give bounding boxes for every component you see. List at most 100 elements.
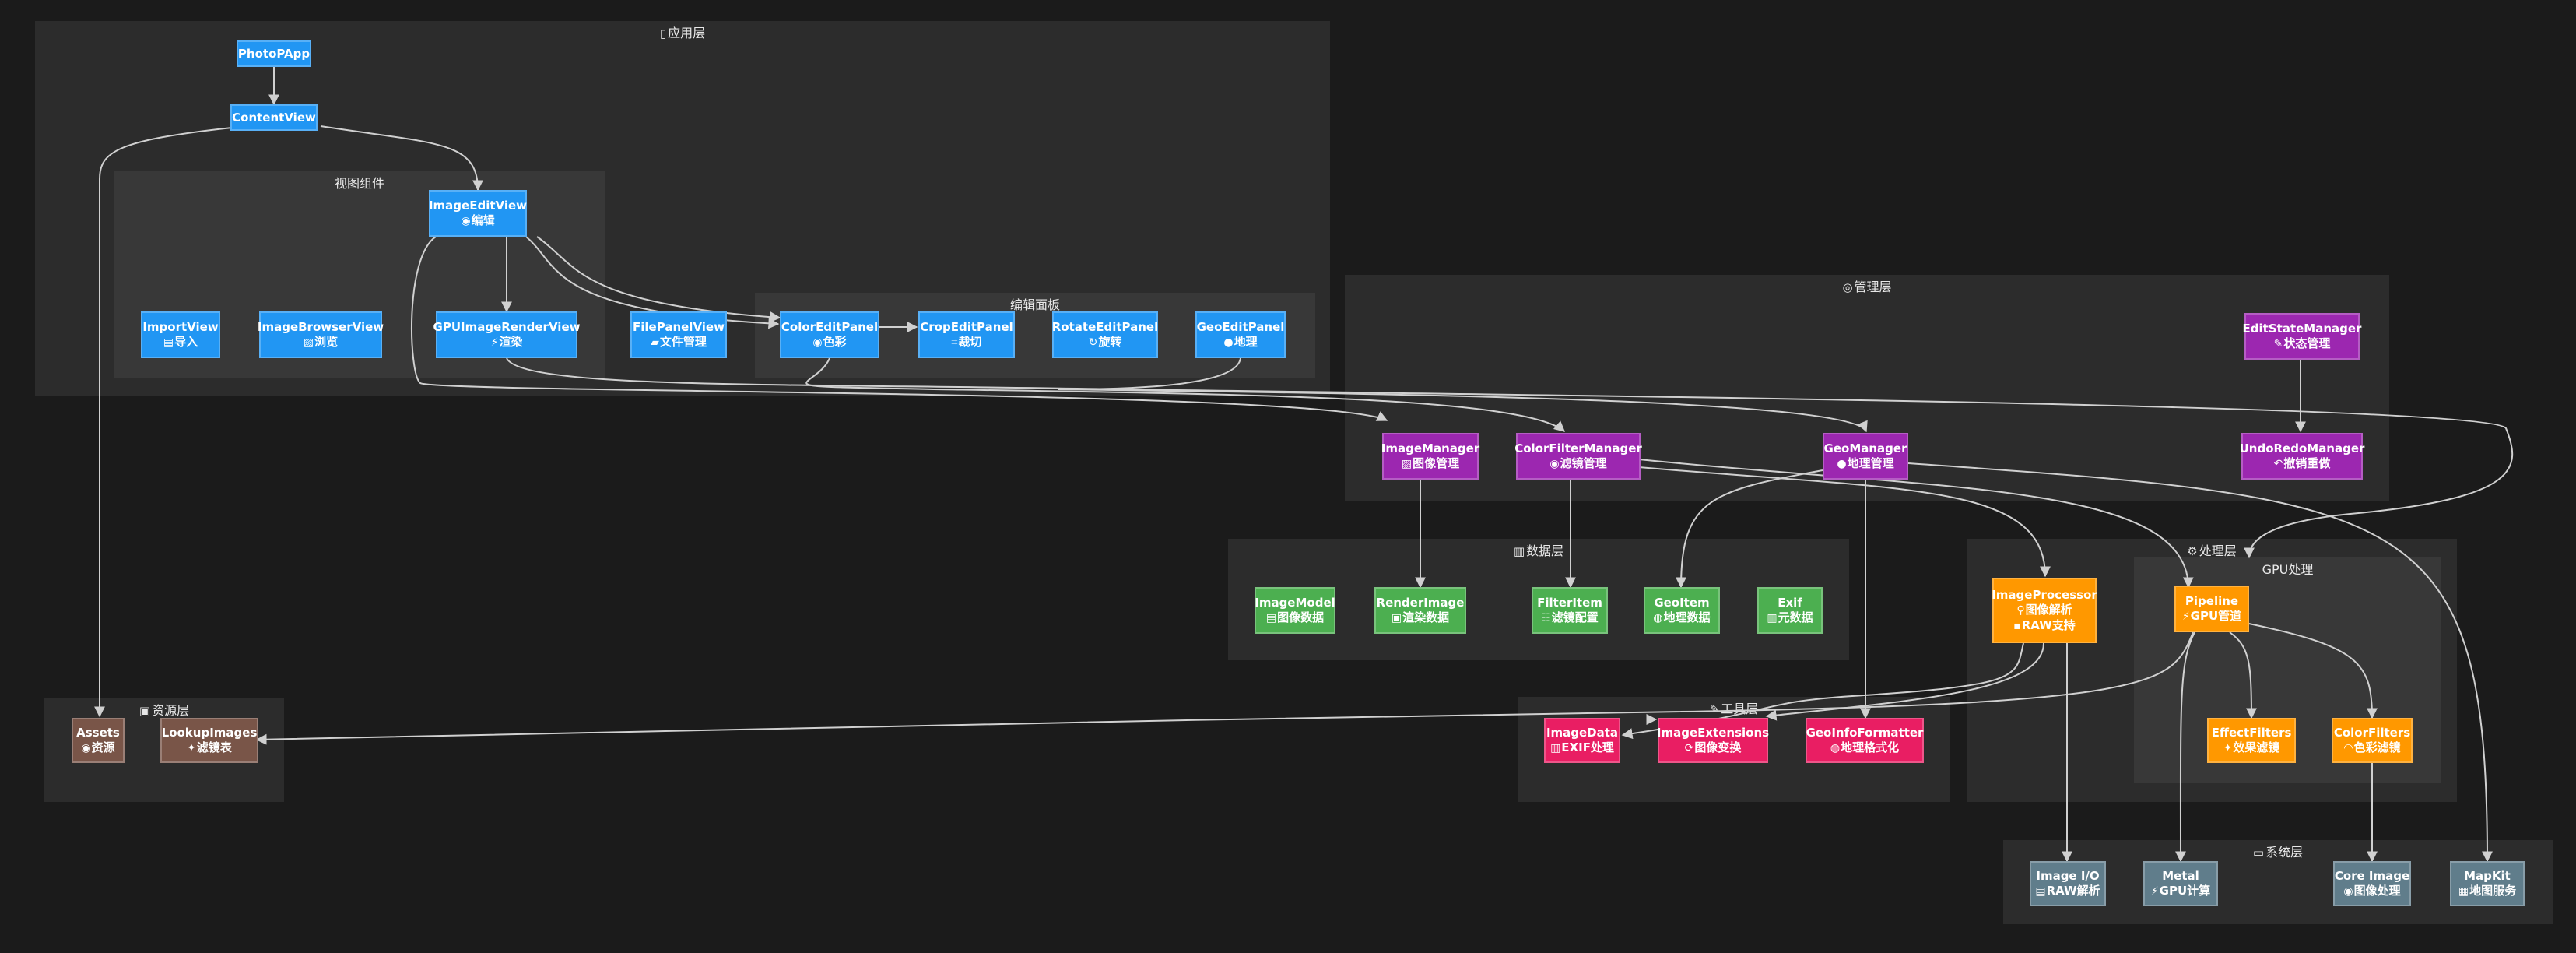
sliders-icon: ☷ [1541,611,1551,624]
group-title: 数据层 [1526,543,1564,558]
node-title: ContentView [232,110,316,125]
node-title: ImageProcessor [1992,587,2097,602]
node-sub: RAW解析 [2046,883,2100,898]
node-rotateeditpanel[interactable]: RotateEditPanel ↻旋转 [1052,311,1158,358]
node-imageio[interactable]: Image I/O ▤RAW解析 [2030,861,2106,906]
edge-geomanager-geoitem [1676,469,1823,589]
picture-icon: ▨ [1401,457,1413,470]
node-imageeditview[interactable]: ImageEditView ◉编辑 [429,190,527,237]
edge-imageprocessor-imagedata [1621,642,2024,740]
frame-icon: ▣ [1391,611,1402,624]
node-title: RenderImage [1376,595,1465,610]
node-editstatemanager[interactable]: EditStateManager ✎状态管理 [2243,313,2361,360]
node-sub: 渲染数据 [1402,610,1450,624]
node-sub: 图像解析 [2025,602,2072,617]
node-gpuimagerenderview[interactable]: GPUImageRenderView ⚡渲染 [433,311,580,358]
node-sub: 地理格式化 [1841,740,1900,754]
node-sub: EXIF处理 [1561,740,1614,754]
node-imagedata[interactable]: ImageData ▥EXIF处理 [1544,718,1620,763]
node-imageprocessor[interactable]: ImageProcessor ⚲图像解析 ▪RAW支持 [1992,578,2097,643]
node-geoeditpanel[interactable]: GeoEditPanel ●地理 [1195,311,1286,358]
node-imagebrowserview[interactable]: ImageBrowserView ▨浏览 [258,311,384,358]
node-contentview[interactable]: ContentView [230,104,318,131]
node-imagemanager[interactable]: ImageManager ▨图像管理 [1381,433,1479,480]
node-title: Pipeline [2185,593,2239,608]
edge-imageeditview-imagemanager [411,236,1388,421]
node-sub: 编辑 [471,213,495,227]
node-sub: 图像数据 [1277,610,1325,624]
node-sub: 图像处理 [2353,883,2401,898]
node-geomanager[interactable]: GeoManager ●地理管理 [1823,433,1908,480]
edge-gpurender-pipeline [506,357,2514,559]
node-sub: 文件管理 [659,334,707,349]
node-exif[interactable]: Exif ▥元数据 [1757,587,1823,634]
node-pipeline[interactable]: Pipeline ⚡GPU管道 [2174,586,2249,632]
palette-icon: ◉ [2343,884,2353,898]
group-title: 处理层 [2199,543,2237,558]
node-title: LookupImages [161,725,258,740]
node-geoitem[interactable]: GeoItem ◍地理数据 [1644,587,1720,634]
node-filepanelview[interactable]: FilePanelView ▰文件管理 [630,311,727,358]
node-sub: 元数据 [1778,610,1813,624]
undo-icon: ↶ [2273,457,2283,470]
node-lookupimages[interactable]: LookupImages ✦滤镜表 [160,718,258,763]
group-title: 管理层 [1854,280,1892,294]
tools-icon: ✎ [1709,702,1720,716]
node-coreimage[interactable]: Core Image ◉图像处理 [2333,861,2411,906]
node-filteritem[interactable]: FilterItem ☷滤镜配置 [1532,587,1608,634]
edge-coloreditpanel-colorfiltermanager [805,357,1566,432]
node-title: Exif [1778,595,1802,610]
group-title: 视图组件 [334,176,384,191]
globe-icon: ◍ [1830,741,1841,754]
node-title: ImageExtensions [1656,725,1770,740]
node-title: GeoItem [1654,595,1710,610]
node-sub: 滤镜配置 [1551,610,1599,624]
node-importview[interactable]: ImportView ▤导入 [141,311,220,358]
sparkle-icon: ✦ [187,741,196,754]
edge-pipeline-colorfilters [2244,622,2378,719]
node-title: ColorFilterManager [1514,441,1642,455]
node-title: RotateEditPanel [1051,319,1159,334]
node-photoapp[interactable]: PhotoPApp [237,40,311,67]
rainbow-icon: ◠ [2343,741,2353,754]
microscope-icon: ⚲ [2016,603,2025,617]
node-title: FilterItem [1537,595,1602,610]
node-effectfilters[interactable]: EffectFilters ✦效果滤镜 [2207,718,2296,763]
node-title: Assets [76,725,120,740]
node-sub: 浏览 [314,334,339,349]
node-colorfilters[interactable]: ColorFilters ◠色彩滤镜 [2332,718,2413,763]
disk-icon: ▪ [2013,619,2021,632]
node-imagemodel[interactable]: ImageModel ▤图像数据 [1255,587,1335,634]
node-title: ImageEditView [428,198,528,213]
node-colorfiltermanager[interactable]: ColorFilterManager ◉滤镜管理 [1514,433,1642,480]
node-assets[interactable]: Assets ◉资源 [72,718,125,763]
pin-icon: ● [1837,457,1847,470]
node-undoredomanager[interactable]: UndoRedoManager ↶撤销重做 [2240,433,2364,480]
edge-pipeline-effectfilters [2229,631,2257,719]
node-sub: 地理管理 [1847,455,1894,470]
pin-icon: ● [1223,336,1234,349]
document-icon: ▤ [1265,611,1277,624]
node-mapkit[interactable]: MapKit ▦地图服务 [2450,861,2525,906]
node-sub: 地理 [1234,334,1258,349]
edge-contentview-imageeditview [320,125,483,192]
node-sub: 色彩 [823,334,847,349]
palette-icon: ◉ [81,741,91,754]
node-title: CropEditPanel [920,319,1013,334]
gear-icon: ⚙ [2187,544,2198,558]
monitor-icon: ▭ [2252,846,2265,860]
node-renderimage[interactable]: RenderImage ▣渲染数据 [1374,587,1466,634]
node-title: GeoEditPanel [1196,319,1285,334]
edge-geomanager-mapkit [1907,462,2493,863]
node-metal[interactable]: Metal ⚡GPU计算 [2143,861,2218,906]
node-imageextensions[interactable]: ImageExtensions ⟳图像变换 [1656,718,1770,763]
globe-icon: ◍ [1653,611,1663,624]
group-title: GPU处理 [2262,562,2314,577]
rotate-icon: ↻ [1088,336,1098,349]
node-coloreditpanel[interactable]: ColorEditPanel ◉色彩 [780,311,879,358]
node-geoinfoformatter[interactable]: GeoInfoFormatter ◍地理格式化 [1806,718,1924,763]
node-sub: 色彩滤镜 [2353,740,2401,754]
group-title: 应用层 [668,26,706,40]
node-cropeditpanel[interactable]: CropEditPanel ⌗裁切 [918,311,1015,358]
node-sub: 旋转 [1098,334,1122,349]
